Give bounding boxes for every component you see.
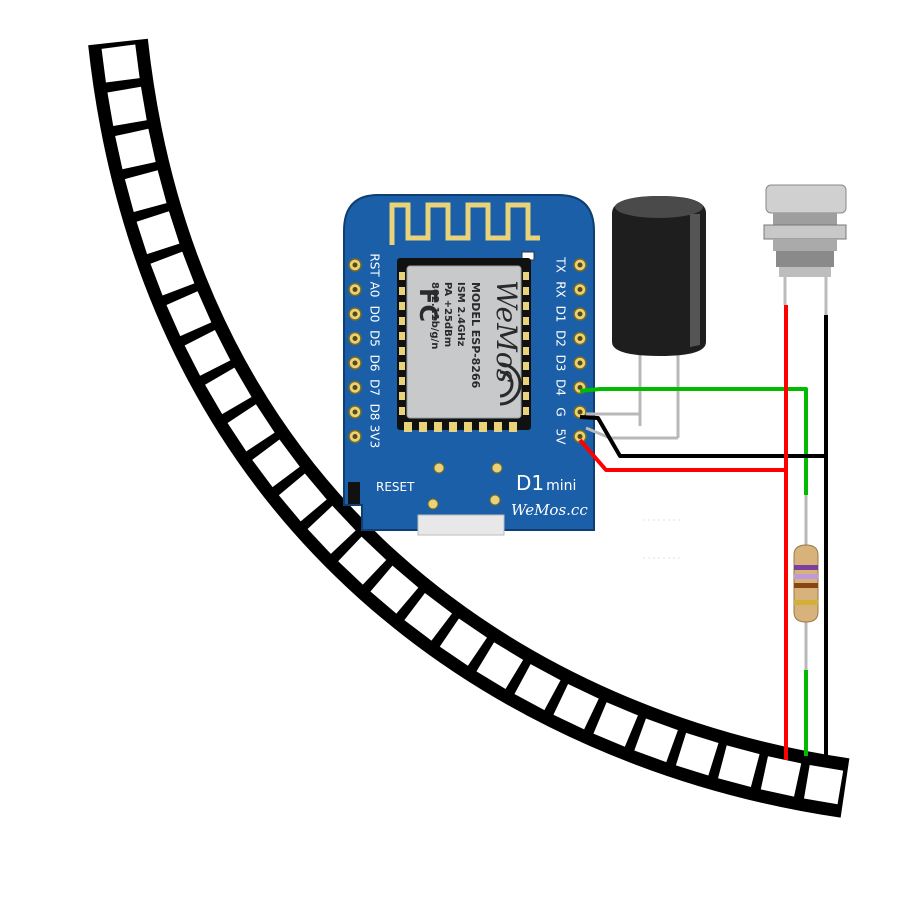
led-pixel [370,565,419,614]
led-pixel [166,291,212,337]
led-pixel [136,211,180,255]
led-pixel [307,505,356,554]
wifi-icon [499,362,522,406]
led-pixel [718,745,760,787]
led-pixel [184,330,231,376]
pin-header-left [348,258,362,444]
dashed-marks [643,519,680,559]
pin-label-d3: D3 [554,355,568,372]
dc-jack-icon [763,184,847,315]
led-pixel [252,439,300,488]
led-pixel [514,664,561,711]
led-pixel [634,718,678,763]
d1-mini-board: MODEL ESP-8266 ISM 2.4GHz PA +25dBm 802.… [343,194,595,536]
led-pixel [107,86,147,127]
antenna-trace-icon [389,202,540,245]
led-pixel [338,536,387,585]
pin-label-d5: D5 [368,330,382,347]
pin-label-a0: A0 [368,282,382,298]
pin-label-d0: D0 [368,306,382,323]
pin-label-rx: RX [554,281,568,298]
module-label-group: MODEL ESP-8266 ISM 2.4GHz PA +25dBm 802.… [429,282,482,389]
pin-label-d6: D6 [368,355,382,372]
reset-button [348,482,360,504]
power-wire [578,438,786,472]
led-strip-leds [101,44,844,805]
module-line-2: ISM 2.4GHz [455,282,466,347]
pin-label-rst: RST [368,253,382,277]
led-pixel [278,473,327,522]
pin-label-d4: D4 [554,379,568,396]
pin-label-3v3: 3V3 [368,425,382,448]
capacitor-icon [612,196,706,438]
fc-mark: FC [414,288,442,322]
led-pixel [124,170,167,212]
module-logo-group: WeMos [490,280,523,383]
cap-ground-lead [586,412,642,426]
module-line-1: MODEL ESP-8266 [469,282,482,389]
led-pixel [476,642,524,689]
pin-label-tx: TX [554,256,568,273]
led-pixel [593,702,638,747]
led-pixel [553,684,599,730]
wires [578,305,828,760]
led-pixel [101,44,140,83]
module-logo: WeMos [490,280,523,383]
pin-label-d1: D1 [554,306,568,323]
ground-wire [579,415,826,458]
pin-label-g: G [554,407,568,416]
fc-mark-group: FC [414,288,442,322]
esp-shield [406,265,522,419]
led-pixel [804,765,844,805]
signal-wire [579,387,808,495]
module-pads [399,272,529,432]
led-pixel [675,732,719,776]
led-pixel [760,756,802,797]
board-brand: WeMos.cc [511,501,588,519]
pin-label-5v: 5V [554,429,568,446]
pin-label-d2: D2 [554,330,568,347]
led-pixel [115,128,156,170]
led-pixel [205,367,252,415]
pin-label-d7: D7 [368,379,382,396]
pin-header-right [573,258,587,444]
module-line-4: 802.11b/g/n [429,282,440,349]
led-pixel [150,251,195,296]
cap-plus-lead [585,426,678,440]
led-pixel [439,618,488,666]
module-line-3: PA +25dBm [442,282,453,347]
led-strip [88,38,850,818]
pin-label-d8: D8 [368,404,382,421]
resistor-icon [793,495,819,670]
led-pixel [227,404,275,452]
led-pixel [404,592,453,641]
reset-label: RESET [376,480,415,494]
usb-port [417,514,505,536]
